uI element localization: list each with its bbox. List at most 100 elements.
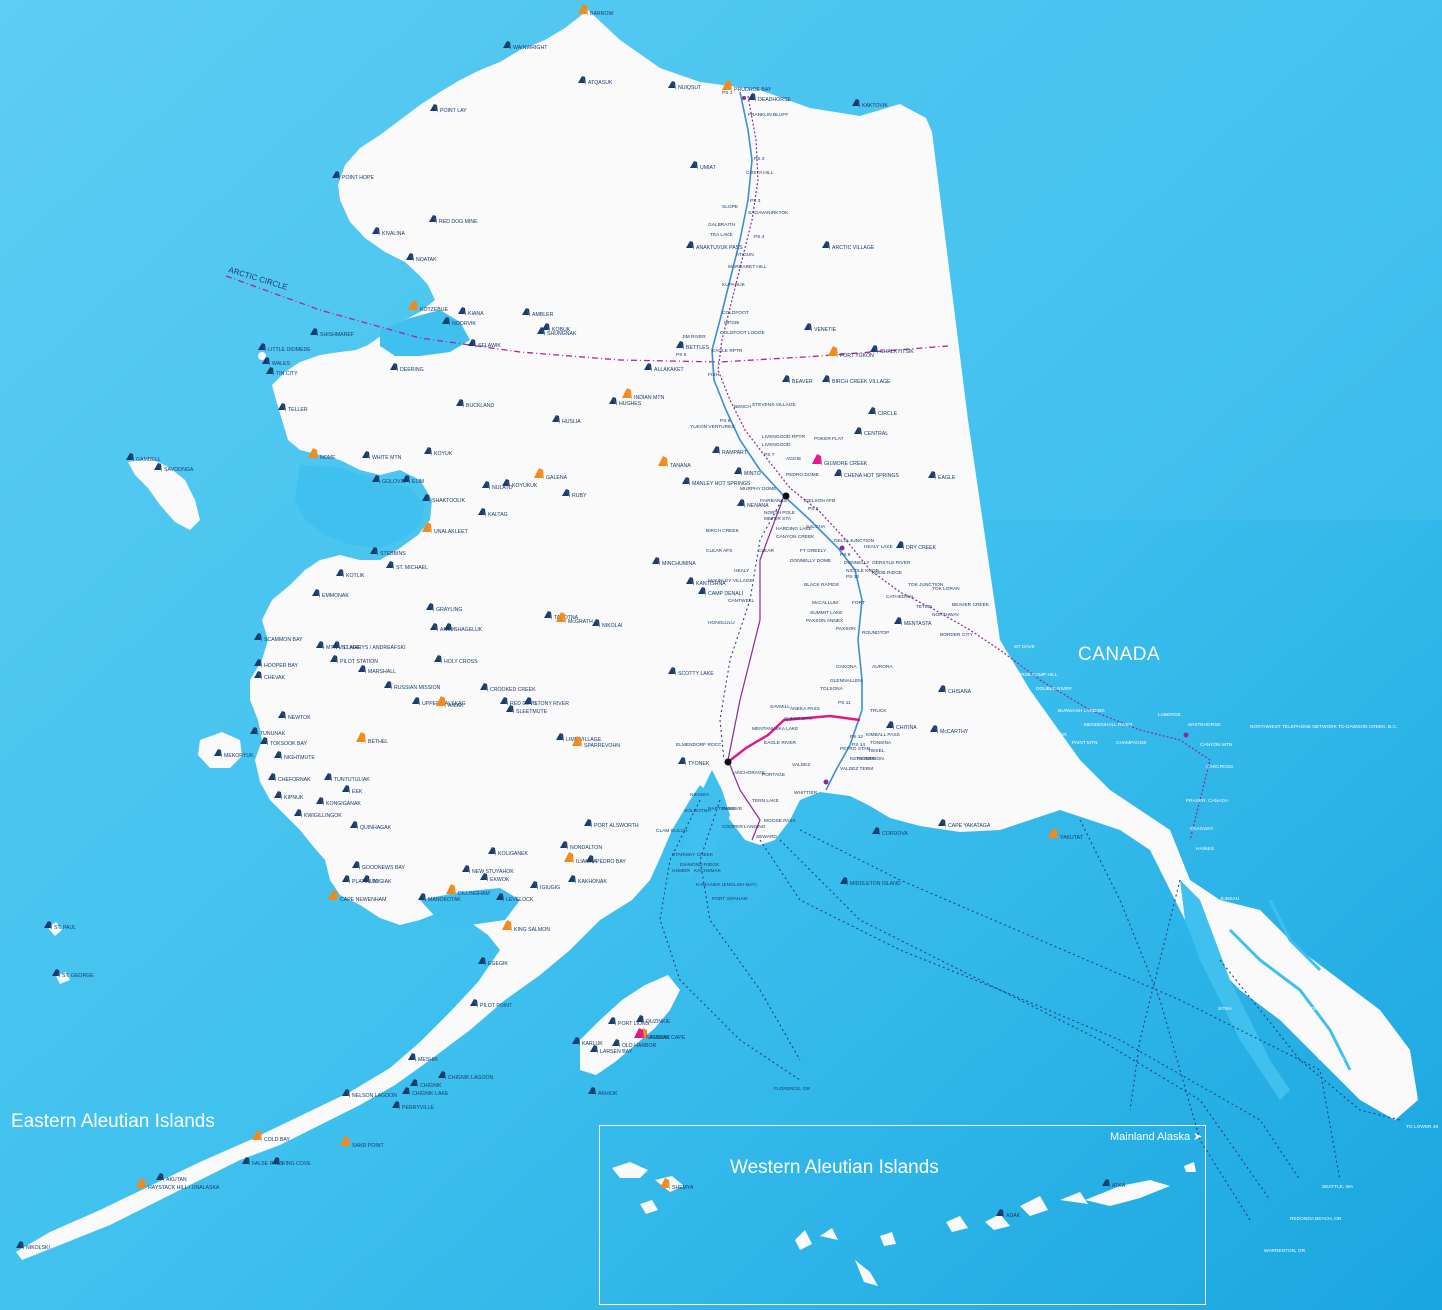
site-nikolski: NIKOLSKI xyxy=(16,1241,50,1251)
site-russianmission: RUSSIAN MISSION xyxy=(384,681,441,691)
route-point-label: MARGARET HILL xyxy=(728,264,767,270)
site-label: NEW STUYAHOK xyxy=(472,869,514,875)
site-eagle: EAGLE xyxy=(928,471,956,481)
site-label: KOYUKUK xyxy=(512,483,538,489)
site-egegik: EGEGIK xyxy=(478,957,508,967)
route-point-label: CLEAR AFS xyxy=(706,548,732,554)
site-teller: TELLER xyxy=(278,403,308,413)
site-label: YAKUTAT xyxy=(1060,835,1084,841)
site-label: KWIGILLINGOK xyxy=(304,813,342,819)
site-label: HOOPER BAY xyxy=(264,663,298,669)
site-label: WHITE MTN xyxy=(372,455,402,461)
pipeline-route xyxy=(711,91,863,791)
site-venetie: VENETIE xyxy=(804,323,837,333)
site-label: NIKOLAI xyxy=(602,623,622,629)
site-label: SHAKTOOLIK xyxy=(432,498,466,504)
site-label: PORT LIONS xyxy=(618,1021,650,1027)
route-point-label: MOOSE PASS xyxy=(764,818,796,824)
site-label: GILMORE CREEK xyxy=(824,461,868,467)
route-point-label: PAXSON ANNEX xyxy=(806,618,844,624)
site-label: NOME xyxy=(320,455,336,461)
site-koliganek: KOLIGANEK xyxy=(488,847,529,857)
route-point-label: WRANGELL xyxy=(1318,1056,1345,1062)
route-point-label: PS 12 xyxy=(850,734,863,740)
site-barrow: BARROW xyxy=(578,4,613,17)
site-label: SLEETMUTE xyxy=(516,709,548,715)
site-rampart: RAMPART xyxy=(712,446,748,456)
site-perryville: PERRYVILLE xyxy=(392,1101,434,1111)
site-savoonga: SAVOONGA xyxy=(154,463,194,473)
site-chalkyitsik: CHALKYITSIK xyxy=(870,345,914,355)
site-label: TANANA xyxy=(670,463,691,469)
site-label: ELIM xyxy=(412,479,424,485)
route-point-label: MENDENHALL RIVER xyxy=(1084,722,1133,728)
site-label: MANLEY HOT SPRINGS xyxy=(692,481,751,487)
site-noatak: NOATAK xyxy=(406,253,437,263)
site-label: KING COVE xyxy=(282,1161,311,1167)
site-label: SAVOONGA xyxy=(164,467,194,473)
site-chignikk: CHIGNIK LAKE xyxy=(402,1087,449,1097)
route-point-label: AURORA xyxy=(872,664,893,670)
route-point-label: SHEEP MTN xyxy=(784,716,812,722)
route-point-label: METER STA xyxy=(764,516,792,522)
site-nelsonlagoon: NELSON LAGOON xyxy=(342,1089,397,1099)
route-point-label: PS 11 xyxy=(838,700,851,706)
route-point-label: KIMBALL PASS xyxy=(866,732,900,738)
site-label: TUNTUTULIAK xyxy=(334,777,370,783)
site-nome: NOME xyxy=(308,448,336,461)
site-kaktovik: KAKTOVIK xyxy=(852,99,888,109)
route-point-label: VALDEZ TERM xyxy=(840,766,873,772)
site-prudhoe: PRUDHOE BAY xyxy=(722,80,772,93)
western-aleutian-islands xyxy=(612,1162,1196,1286)
site-label: TIN CITY xyxy=(276,371,298,377)
site-akutan: AKUTAN xyxy=(156,1173,187,1183)
site-label: MESHIK xyxy=(418,1057,438,1063)
route-point-label: KEYSTONE xyxy=(850,756,876,762)
site-birchcreekv: BIRCH CREEK VILLAGE xyxy=(822,375,891,385)
route-point-label: BEAVER CREEK xyxy=(952,602,990,608)
site-label: STONY RIVER xyxy=(534,701,569,707)
site-shungnak: SHUNGNAK xyxy=(537,327,577,337)
site-kongiganak: KONGIGANAK xyxy=(316,797,361,807)
site-label: GALENA xyxy=(546,475,568,481)
site-pilotstation: PILOT STATION xyxy=(330,655,378,665)
site-label: MENTASTA xyxy=(904,621,932,627)
site-newstuyahok: NEW STUYAHOK xyxy=(462,865,514,875)
route-point-label: TOK LORAN xyxy=(932,586,960,592)
site-shageluk: SHAGELUK xyxy=(444,623,483,633)
site-scammon: SCAMMON BAY xyxy=(254,633,303,643)
route-point-label: ROUNDTOP xyxy=(862,630,889,636)
route-point-label: TO LOWER 48 xyxy=(1406,1124,1438,1130)
site-label: KARLUK xyxy=(582,1041,603,1047)
site-label: CENTRAL xyxy=(864,431,888,437)
site-label: CORDOVA xyxy=(882,831,908,837)
site-label: GOLOVIN xyxy=(382,479,406,485)
site-label: NONDALTON xyxy=(570,845,602,851)
site-nondalton: NONDALTON xyxy=(560,841,602,851)
site-label: PEDRO BAY xyxy=(596,859,626,865)
site-label: KOYUK xyxy=(434,451,453,457)
site-falsepass: FALSE PASS xyxy=(242,1157,284,1167)
site-label: BARROW xyxy=(590,11,613,17)
site-label: BUCKLAND xyxy=(466,403,495,409)
site-stgeorge: ST. GEORGE xyxy=(52,969,94,979)
site-allakaket: ALLAKAKET xyxy=(644,363,685,373)
site-label: AKUTAN xyxy=(166,1177,187,1183)
microwave-route xyxy=(717,95,1211,841)
canada-label: CANADA xyxy=(1078,644,1161,665)
site-aniak: ANIAK xyxy=(436,696,464,709)
site-label: NOATAK xyxy=(416,257,437,263)
site-chignikla: CHIGNIK LAGOON xyxy=(438,1071,494,1081)
site-hooperbay: HOOPER BAY xyxy=(254,659,298,669)
site-label: POINT LAY xyxy=(440,108,467,114)
site-label: HAYSTACK HILL / UNALASKA xyxy=(148,1185,220,1191)
route-point-label: BLACK RAPIDS xyxy=(804,582,839,588)
site-label: TELLER xyxy=(288,407,308,413)
site-minchumina: MINCHUMINA xyxy=(652,557,696,567)
route-point-label: EAGLE RPTR xyxy=(712,348,743,354)
site-label: SHAGELUK xyxy=(454,627,483,633)
site-nenana: NENANA xyxy=(737,499,769,509)
node-whitehorse xyxy=(1183,732,1189,738)
route-point-label: WARRENTON, OR xyxy=(1264,1248,1306,1254)
site-label: RED DEVIL xyxy=(510,701,538,707)
